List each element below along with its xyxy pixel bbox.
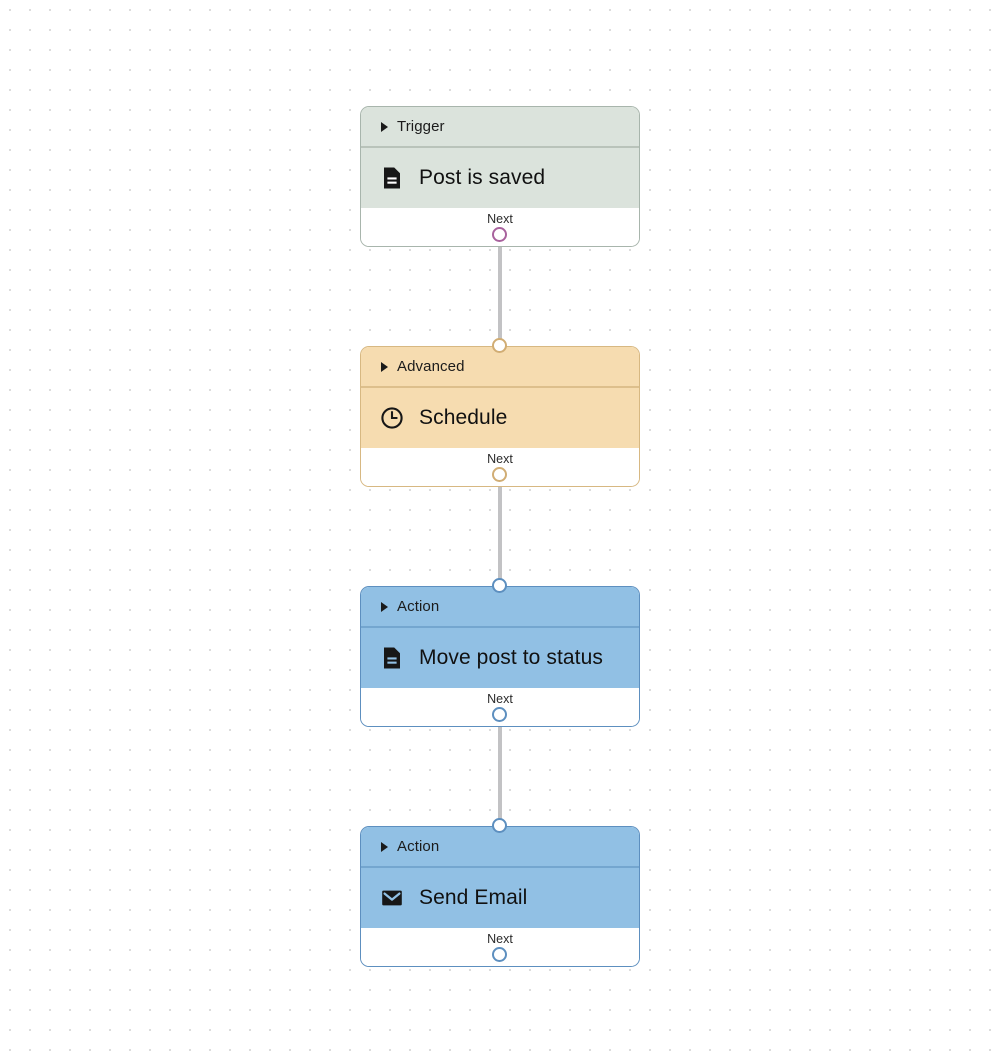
node-header-action-send-email[interactable]: Action — [361, 827, 639, 866]
workflow-node-action-send-email[interactable]: Action Send Email Next — [360, 826, 640, 967]
disclosure-triangle-icon[interactable] — [381, 361, 388, 372]
node-category-label: Action — [397, 838, 440, 855]
output-port-advanced-schedule[interactable] — [492, 467, 507, 482]
node-category-label: Advanced — [397, 358, 465, 375]
document-icon — [379, 165, 405, 191]
node-body-trigger[interactable]: Post is saved — [361, 147, 639, 208]
node-header-action-move[interactable]: Action — [361, 587, 639, 626]
node-header-trigger[interactable]: Trigger — [361, 107, 639, 146]
workflow-node-advanced-schedule[interactable]: Advanced Schedule Next — [360, 346, 640, 487]
input-port-advanced-schedule[interactable] — [492, 338, 507, 353]
node-title: Send Email — [419, 885, 528, 909]
node-header-advanced[interactable]: Advanced — [361, 347, 639, 386]
envelope-icon — [379, 885, 405, 911]
node-category-label: Trigger — [397, 118, 445, 135]
node-title: Schedule — [419, 405, 508, 429]
workflow-node-action-move-post-to-status[interactable]: Action Move post to status Next — [360, 586, 640, 727]
disclosure-triangle-icon[interactable] — [381, 841, 388, 852]
output-port-trigger-post-is-saved[interactable] — [492, 227, 507, 242]
node-body-action-send-email[interactable]: Send Email — [361, 867, 639, 928]
input-port-action-move-post-to-status[interactable] — [492, 578, 507, 593]
node-divider — [361, 626, 639, 628]
node-category-label: Action — [397, 598, 440, 615]
output-port-action-move-post-to-status[interactable] — [492, 707, 507, 722]
output-port-action-send-email[interactable] — [492, 947, 507, 962]
node-title: Move post to status — [419, 645, 603, 669]
node-divider — [361, 866, 639, 868]
node-divider — [361, 386, 639, 388]
node-title: Post is saved — [419, 165, 546, 189]
disclosure-triangle-icon[interactable] — [381, 601, 388, 612]
node-footer-label: Next — [487, 691, 513, 706]
node-divider — [361, 146, 639, 148]
node-footer-label: Next — [487, 211, 513, 226]
edge-action-move-to-send-email[interactable] — [498, 714, 502, 826]
node-body-advanced[interactable]: Schedule — [361, 387, 639, 448]
clock-icon — [379, 405, 405, 431]
edge-advanced-to-action-move[interactable] — [498, 474, 502, 586]
node-footer-label: Next — [487, 931, 513, 946]
disclosure-triangle-icon[interactable] — [381, 121, 388, 132]
edge-trigger-to-advanced[interactable] — [498, 234, 502, 346]
node-footer-label: Next — [487, 451, 513, 466]
document-icon — [379, 645, 405, 671]
input-port-action-send-email[interactable] — [492, 818, 507, 833]
node-body-action-move[interactable]: Move post to status — [361, 627, 639, 688]
workflow-node-trigger-post-is-saved[interactable]: Trigger Post is saved Next — [360, 106, 640, 247]
